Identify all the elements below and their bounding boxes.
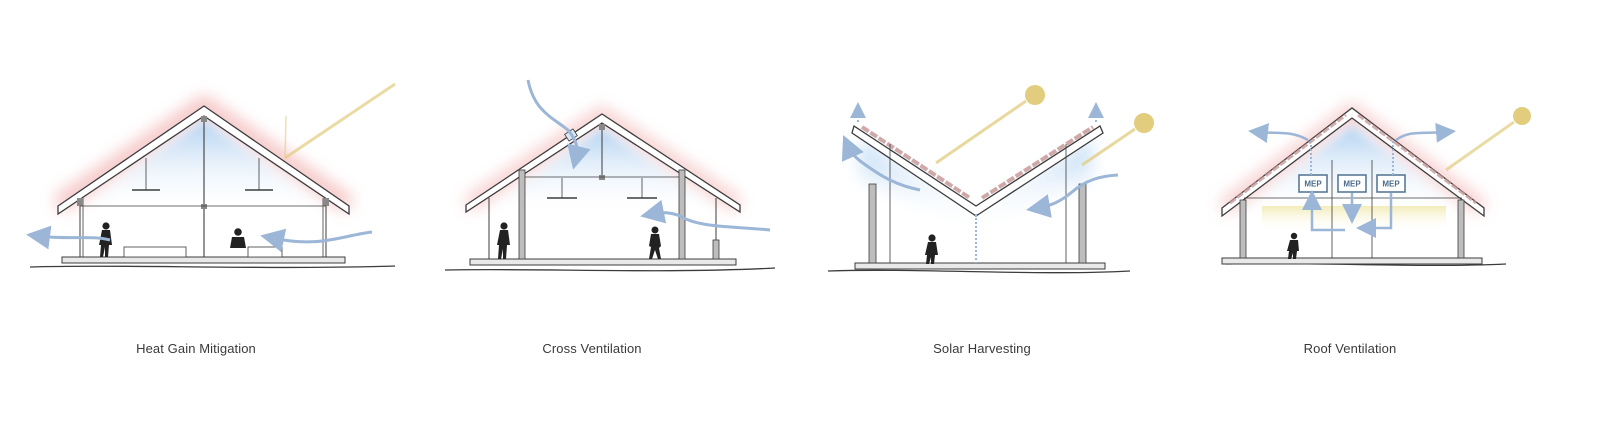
roof-ventilation-section-drawing: MEP MEP MEP [1219, 103, 1531, 267]
bench-right [247, 246, 283, 258]
roof [465, 113, 741, 214]
panel-solar-harvesting: Solar Harvesting [800, 0, 1200, 431]
right-column [1078, 183, 1087, 264]
left-column [518, 169, 526, 260]
caption-roof-ventilation: Roof Ventilation [1303, 341, 1397, 356]
floor-slab [854, 262, 1106, 270]
mep-label-right: MEP [1382, 180, 1400, 189]
floor-slab [61, 256, 346, 264]
standing-person-icon [1287, 232, 1299, 259]
interior-cool-glow [80, 120, 326, 215]
right-column [1457, 199, 1465, 259]
solar-panels-right [980, 125, 1095, 200]
ground-line [827, 269, 1131, 274]
roof-tiles-left [1229, 113, 1347, 205]
mep-label-left: MEP [1304, 180, 1322, 189]
sun-icon-2 [1134, 113, 1154, 133]
roof [57, 105, 350, 216]
standing-person-icon [925, 234, 938, 264]
caption-solar-harvesting: Solar Harvesting [933, 341, 1031, 356]
mep-unit-right: MEP [1376, 174, 1406, 193]
mep-unit-center: MEP [1337, 174, 1367, 193]
right-wall-panel [712, 239, 720, 260]
mep-unit-left: MEP [1298, 174, 1328, 193]
solar-harvesting-section-drawing [827, 85, 1154, 274]
daylight-glow [1262, 206, 1446, 232]
heat-gain-section-drawing [26, 82, 396, 269]
airflow-arrow-left [26, 225, 111, 250]
ground-line [29, 265, 396, 269]
standing-person-icon [99, 222, 112, 257]
airflow-arrow-left [841, 135, 921, 192]
panel-heat-gain-mitigation: Heat Gain Mitigation [0, 0, 400, 431]
sun-ray-2 [1081, 127, 1136, 167]
sun-ray [1445, 120, 1515, 172]
walking-person-icon [649, 226, 661, 259]
exhaust-arrow-right [1395, 122, 1456, 143]
standing-person-icon [497, 222, 510, 259]
sun-ray [284, 82, 396, 160]
sun-ray-reflection [284, 115, 287, 159]
left-eave-block [77, 198, 83, 206]
roof [1221, 107, 1485, 218]
caption-cross-ventilation: Cross Ventilation [542, 341, 642, 356]
butterfly-roof [851, 124, 1104, 217]
bench-left [123, 246, 187, 258]
sun-icon [1513, 107, 1531, 125]
airflow-arrow-right [260, 228, 373, 253]
sun-icon-1 [1025, 85, 1045, 105]
left-column [868, 183, 877, 264]
cross-ventilation-section-drawing [444, 79, 776, 272]
ridge-block [599, 124, 605, 130]
airflow-loop-left [1302, 190, 1345, 232]
interior-cool-glow [490, 128, 718, 215]
panel-cross-ventilation: Cross Ventilation [400, 0, 800, 431]
airflow-loop-right [1356, 193, 1393, 238]
ground-line [444, 267, 776, 272]
solar-panels-left [860, 125, 972, 200]
right-eave-block [323, 198, 329, 206]
caption-heat-gain-mitigation: Heat Gain Mitigation [136, 341, 256, 356]
ridge-block [201, 116, 207, 122]
panel-roof-ventilation: MEP MEP MEP Roof Ventilation [1200, 0, 1600, 431]
roof-heat-glow [53, 95, 354, 212]
left-column [1239, 199, 1247, 259]
mep-label-center: MEP [1343, 180, 1361, 189]
floor-slab [469, 258, 737, 266]
floor-slab [1221, 257, 1483, 265]
sun-ray-1 [935, 99, 1027, 165]
airflow-arrow-top [526, 79, 591, 170]
airflow-arrow-right [640, 199, 771, 232]
seated-person-icon [230, 228, 246, 248]
exhaust-arrow-left [1248, 123, 1309, 144]
mid-block [201, 204, 207, 209]
airflow-arrow-right [1026, 173, 1119, 218]
roof-tiles-right [1357, 113, 1477, 205]
mid-block [599, 175, 605, 180]
